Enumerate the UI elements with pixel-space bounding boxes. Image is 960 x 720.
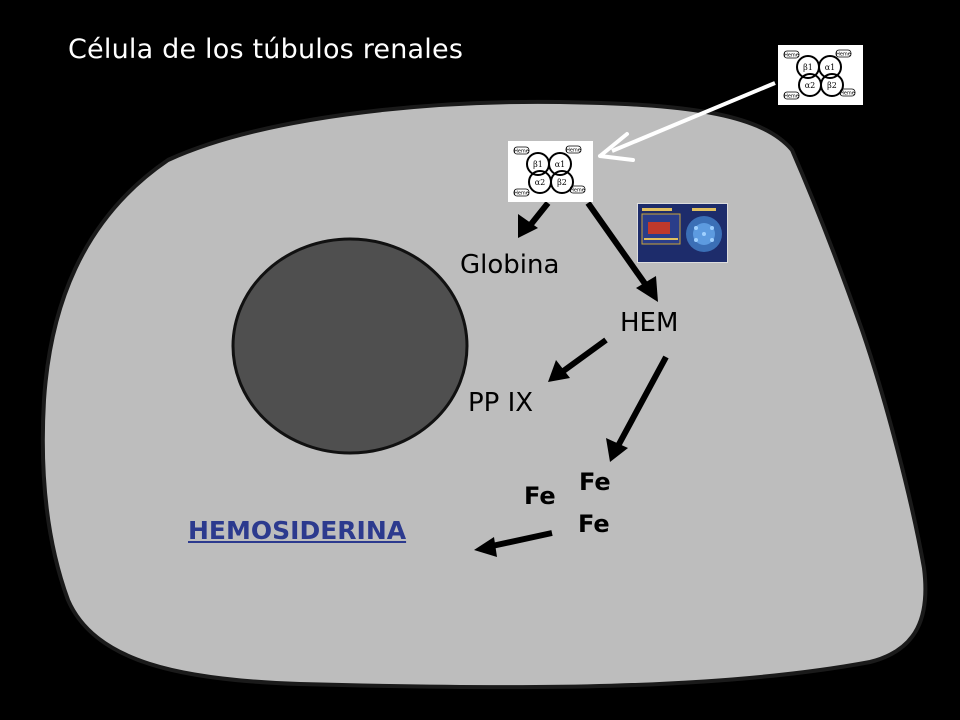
heme-structure-image xyxy=(637,203,728,263)
beta2-label: β2 xyxy=(827,81,837,90)
arrow-to-iron xyxy=(615,355,669,448)
alpha1-label: α1 xyxy=(825,63,836,72)
heme-label: Heme xyxy=(784,94,799,100)
iron-label: Fe xyxy=(579,468,611,496)
slide-title: Célula de los túbulos renales xyxy=(68,34,464,65)
arrowhead-globin xyxy=(518,214,538,238)
alpha2-label: α2 xyxy=(805,81,816,90)
arrowhead-iron xyxy=(606,438,628,462)
heme-label: Heme xyxy=(514,191,529,197)
heme-label: Heme xyxy=(566,148,581,154)
ppix-label: PP IX xyxy=(468,388,534,418)
heme-label: Heme xyxy=(570,188,585,194)
arrow-to-heme xyxy=(585,201,651,290)
hemoglobin-thumbnail-internal: Heme Heme Heme Heme β1 α1 α2 β2 xyxy=(508,141,593,202)
beta1-label: β1 xyxy=(803,63,813,72)
arrowhead-heme xyxy=(636,276,658,302)
beta1-label: β1 xyxy=(533,160,543,169)
globin-label: Globina xyxy=(460,250,560,280)
heme-label: Heme xyxy=(514,149,529,155)
iron-label: Fe xyxy=(578,510,610,538)
arrow-to-hemosiderin xyxy=(491,530,553,549)
iron-label: Fe xyxy=(524,482,556,510)
heme-label: Heme xyxy=(836,52,851,58)
alpha1-label: α1 xyxy=(555,160,566,169)
entry-arrow xyxy=(611,81,776,153)
arrowhead-ppix xyxy=(548,360,570,382)
heme-label-main: HEM xyxy=(620,308,679,338)
arrowhead-hemosiderin xyxy=(474,537,497,557)
entry-arrowhead xyxy=(598,132,635,162)
alpha2-label: α2 xyxy=(535,178,546,187)
arrow-to-ppix xyxy=(560,337,608,375)
beta2-label: β2 xyxy=(557,178,567,187)
hemoglobin-thumbnail-external: Heme Heme Heme Heme β1 α1 α2 β2 xyxy=(778,45,863,105)
heme-label: Heme xyxy=(784,53,799,59)
hemosiderin-label: HEMOSIDERINA xyxy=(188,516,407,545)
nucleus xyxy=(231,237,469,455)
heme-label: Heme xyxy=(840,91,855,97)
